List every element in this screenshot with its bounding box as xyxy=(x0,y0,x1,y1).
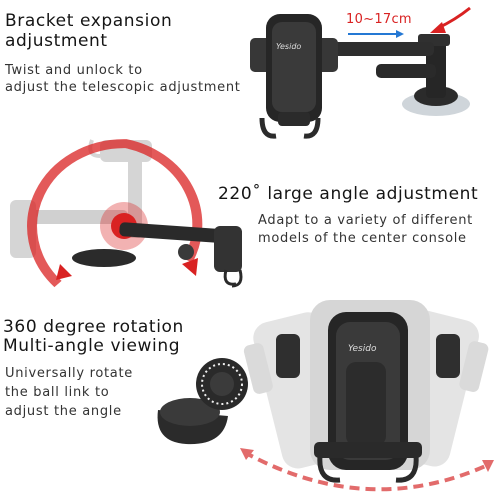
angle-adjustment-image xyxy=(10,139,243,288)
ball-joint-image xyxy=(157,358,248,445)
section3-title-line2: Multi-angle viewing xyxy=(3,336,181,356)
rotating-holder-image xyxy=(240,300,494,492)
section2-title: 220˚ large angle adjustment xyxy=(218,184,479,204)
section3-title-line1: 360 degree rotation xyxy=(3,317,184,337)
section3-desc-line1: Universally rotate xyxy=(5,366,133,381)
section3-desc-line3: adjust the angle xyxy=(5,404,122,419)
section3-desc-line2: the ball link to xyxy=(5,385,110,400)
section1-title-line1: Bracket expansion xyxy=(5,11,173,31)
section1-title-line2: adjustment xyxy=(5,31,108,51)
brand-logo-1: Yesido xyxy=(276,42,302,51)
brand-logo-2: Yesido xyxy=(348,344,377,354)
telescopic-mount-image xyxy=(250,6,471,139)
section1-desc-line1: Twist and unlock to xyxy=(5,63,143,78)
section2-desc-line1: Adapt to a variety of different xyxy=(258,213,473,228)
section1-desc-line2: adjust the telescopic adjustment xyxy=(5,80,241,95)
extension-range-label: 10~17cm xyxy=(346,12,412,27)
section2-desc-line2: models of the center console xyxy=(258,231,467,246)
